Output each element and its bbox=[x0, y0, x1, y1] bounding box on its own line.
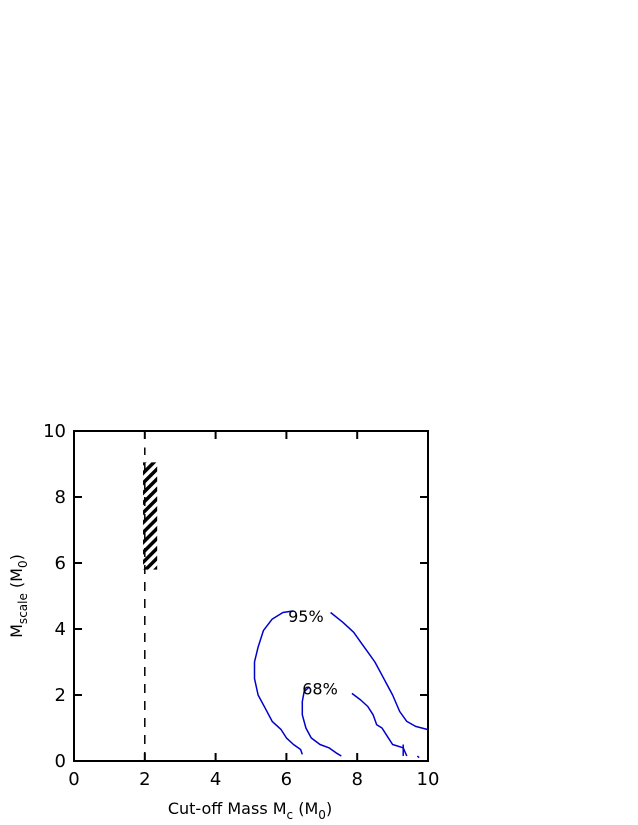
y-tick-label-3: 6 bbox=[55, 553, 66, 574]
y-axis-title: Mscale (M0) bbox=[7, 554, 30, 638]
x-tick-label-1: 2 bbox=[139, 769, 150, 790]
contour-95-segment-0 bbox=[253, 610, 304, 755]
y-tick-label-1: 2 bbox=[55, 685, 66, 706]
contour-label-68: 68% bbox=[302, 679, 338, 698]
x-tick-label-2: 4 bbox=[210, 769, 221, 790]
contour-68-segment-0 bbox=[301, 686, 342, 757]
y-tick-label-5: 10 bbox=[43, 421, 66, 442]
contour-95-segment-1 bbox=[330, 611, 429, 731]
y-tick-label-2: 4 bbox=[55, 619, 66, 640]
contours: 95% 68% bbox=[253, 607, 429, 759]
plot-frame bbox=[73, 430, 429, 762]
contour-label-95: 95% bbox=[288, 607, 324, 626]
hatched-region bbox=[143, 462, 158, 570]
y-tick-labels: 0 2 4 6 8 10 bbox=[43, 421, 66, 772]
axis-ticks bbox=[73, 430, 429, 762]
x-tick-label-3: 6 bbox=[281, 769, 292, 790]
x-tick-labels: 0 2 4 6 8 10 bbox=[68, 769, 439, 790]
x-tick-label-4: 8 bbox=[351, 769, 362, 790]
contour-95-segment-3 bbox=[416, 755, 420, 759]
x-tick-label-5: 10 bbox=[417, 769, 440, 790]
x-axis-title: Cut-off Mass Mc (M0) bbox=[168, 799, 332, 822]
y-tick-label-4: 8 bbox=[55, 487, 66, 508]
x-tick-label-0: 0 bbox=[68, 769, 79, 790]
y-tick-label-0: 0 bbox=[55, 751, 66, 772]
contour-68-segment-1 bbox=[351, 692, 408, 757]
